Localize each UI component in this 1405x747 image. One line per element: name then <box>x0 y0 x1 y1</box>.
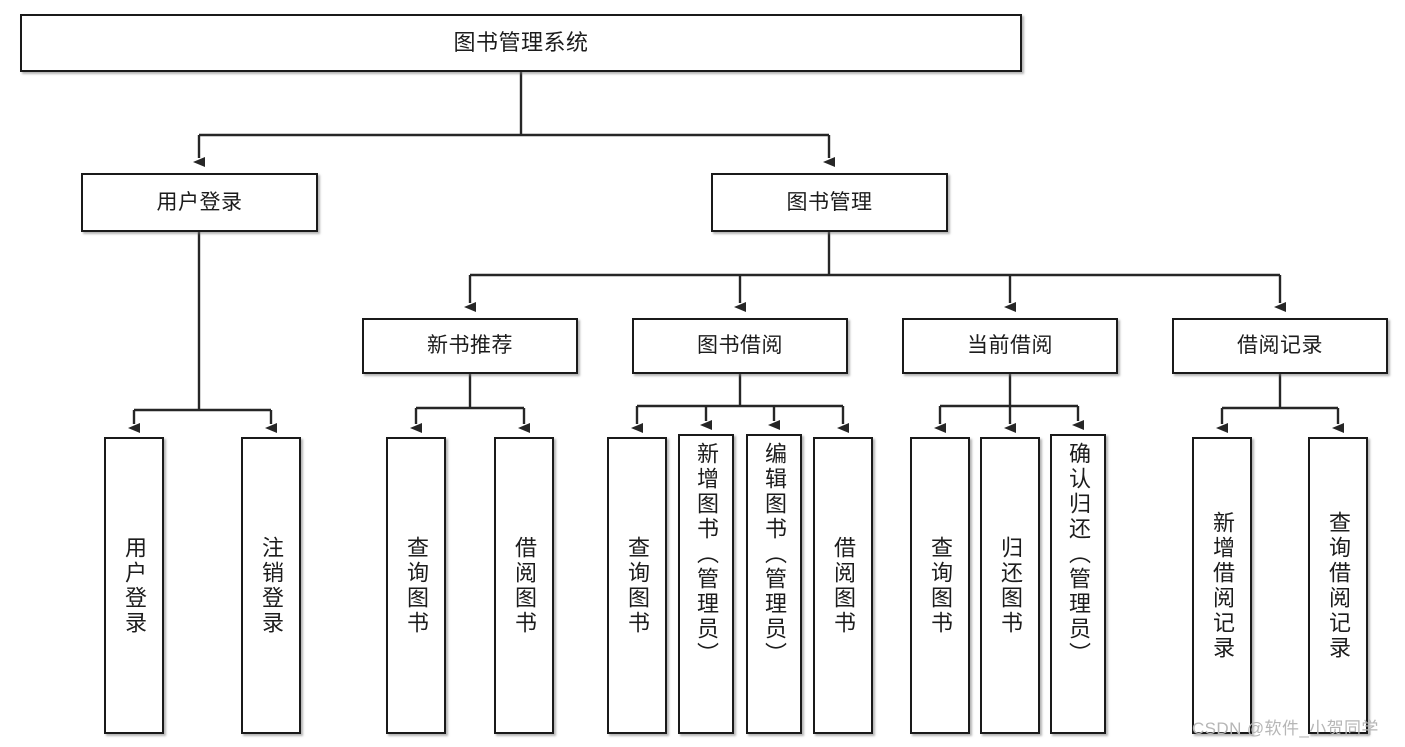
node-new-book-recommend[interactable]: 新书推荐 <box>362 318 578 374</box>
node-label: 归还图书 <box>998 535 1023 636</box>
leaf-newbook-borrow-book[interactable]: 借阅图书 <box>494 437 554 734</box>
node-user-login[interactable]: 用户登录 <box>81 173 318 232</box>
leaf-user-login[interactable]: 用户登录 <box>104 437 164 734</box>
node-label: 查询图书 <box>404 535 429 636</box>
node-label: 查询图书 <box>625 535 650 636</box>
node-label: 借阅记录 <box>1237 334 1323 358</box>
leaf-borrow-borrow-book[interactable]: 借阅图书 <box>813 437 873 734</box>
node-label: 编辑图书（管理员） <box>762 442 787 667</box>
node-label: 图书借阅 <box>697 334 783 358</box>
node-book-borrow[interactable]: 图书借阅 <box>632 318 848 374</box>
leaf-borrow-query-book[interactable]: 查询图书 <box>607 437 667 734</box>
node-book-management[interactable]: 图书管理 <box>711 173 948 232</box>
node-label: 查询借阅记录 <box>1326 510 1351 661</box>
node-label: 用户登录 <box>122 535 147 636</box>
node-label: 注销登录 <box>259 535 284 636</box>
node-label: 查询图书 <box>928 535 953 636</box>
leaf-borrow-add-book-admin[interactable]: 新增图书（管理员） <box>678 434 734 734</box>
leaf-newbook-query-book[interactable]: 查询图书 <box>386 437 446 734</box>
node-label: 用户登录 <box>156 190 243 214</box>
node-label: 确认归还（管理员） <box>1066 442 1091 667</box>
leaf-record-add-record[interactable]: 新增借阅记录 <box>1192 437 1252 734</box>
node-root-system[interactable]: 图书管理系统 <box>20 14 1022 72</box>
node-label: 新增借阅记录 <box>1210 510 1235 661</box>
node-current-borrow[interactable]: 当前借阅 <box>902 318 1118 374</box>
node-borrow-record[interactable]: 借阅记录 <box>1172 318 1388 374</box>
node-label: 图书管理 <box>786 190 873 214</box>
node-label: 借阅图书 <box>512 535 537 636</box>
leaf-user-logout[interactable]: 注销登录 <box>241 437 301 734</box>
leaf-record-query-record[interactable]: 查询借阅记录 <box>1308 437 1368 734</box>
leaf-borrow-edit-book-admin[interactable]: 编辑图书（管理员） <box>746 434 802 734</box>
csdn-watermark: CSDN @软件_小贺同学 <box>1192 719 1379 738</box>
leaf-current-query-book[interactable]: 查询图书 <box>910 437 970 734</box>
node-label: 当前借阅 <box>967 334 1053 358</box>
node-label: 借阅图书 <box>831 535 856 636</box>
node-label: 新增图书（管理员） <box>694 442 719 667</box>
node-label: 新书推荐 <box>427 334 513 358</box>
leaf-current-confirm-return-admin[interactable]: 确认归还（管理员） <box>1050 434 1106 734</box>
node-label: 图书管理系统 <box>453 29 589 55</box>
leaf-current-return-book[interactable]: 归还图书 <box>980 437 1040 734</box>
